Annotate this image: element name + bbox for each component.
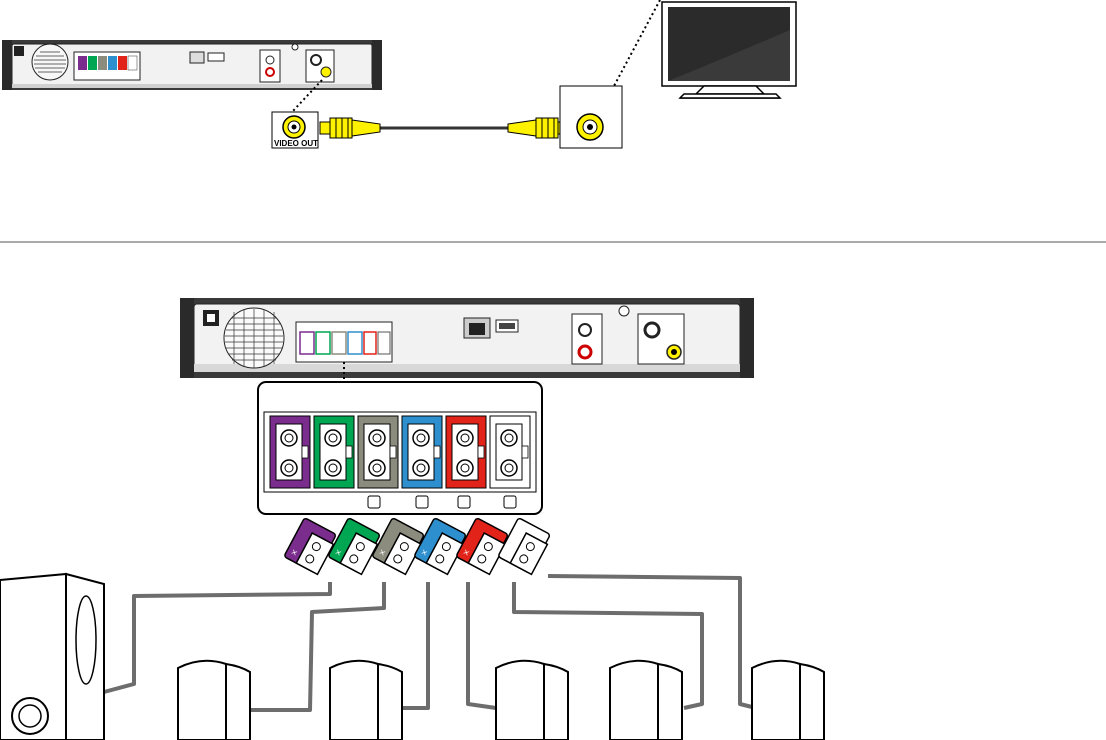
hdmi-port-small xyxy=(208,53,224,61)
satellite-speakers xyxy=(178,661,824,740)
terminal-slot-2 xyxy=(314,416,354,488)
terminal-slot-3 xyxy=(358,416,398,488)
fan-grille-icon xyxy=(224,308,284,368)
terminal-slot-5 xyxy=(446,416,486,488)
speaker-plug-1: × xyxy=(284,518,338,575)
video-out-jack-callout: VIDEO OUT xyxy=(272,112,318,148)
speaker-plug-3: × xyxy=(372,518,426,575)
satellite-speaker-5-icon xyxy=(752,661,824,740)
satellite-speaker-1-icon xyxy=(178,661,250,740)
terminal-slot-1 xyxy=(270,416,310,488)
speaker-plug-6: × xyxy=(498,518,552,575)
fan-icon xyxy=(32,44,68,80)
speaker-plug-5: × xyxy=(456,518,510,575)
video-out-label: VIDEO OUT xyxy=(274,139,318,148)
speaker-terminal-zoom-panel xyxy=(258,382,542,514)
antenna-jack xyxy=(619,306,629,316)
speaker-plugs-row: ×××××× xyxy=(284,518,552,575)
terminal-slot-6 xyxy=(490,416,530,488)
terminal-slot-4 xyxy=(402,416,442,488)
ethernet-port-small xyxy=(190,52,204,63)
subwoofer-icon xyxy=(0,574,104,740)
speaker-plug-2: × xyxy=(328,518,382,575)
tv-video-in-jack-callout xyxy=(560,86,622,148)
top-video-connection-diagram: VIDEO OUT xyxy=(2,0,796,148)
speaker-plug-4: × xyxy=(414,518,468,575)
composite-video-cable xyxy=(320,118,570,138)
wire-speaker-3 xyxy=(468,582,496,708)
bottom-speaker-connection-diagram: ×××××× xyxy=(0,298,824,740)
wire-speaker-2 xyxy=(402,582,428,708)
tv-icon xyxy=(662,2,796,98)
satellite-speaker-2-icon xyxy=(330,661,402,740)
home-theater-unit-small xyxy=(2,40,382,90)
home-theater-unit-large xyxy=(180,298,754,378)
satellite-speaker-3-icon xyxy=(496,661,568,740)
satellite-speaker-4-icon xyxy=(610,661,682,740)
leader-line-tv-to-jack xyxy=(614,0,660,86)
speaker-terminal-block-large xyxy=(296,322,392,362)
